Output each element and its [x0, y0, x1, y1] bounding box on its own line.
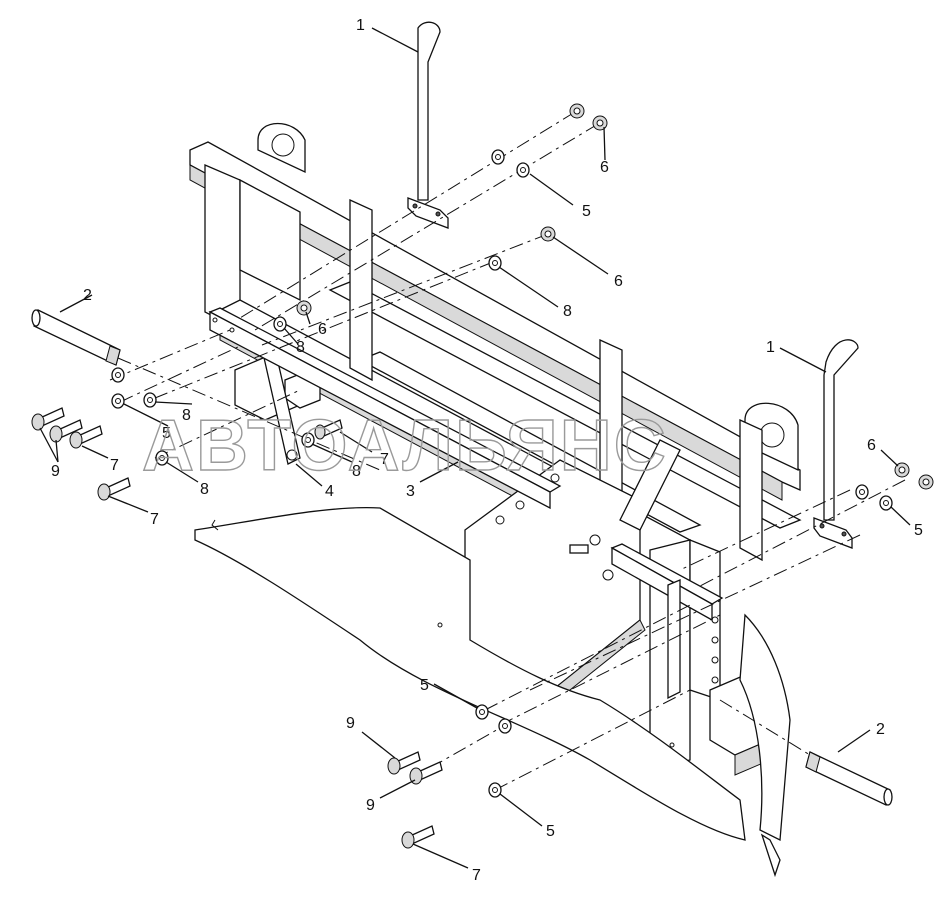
callout-2: 2 [83, 287, 92, 304]
bolt [387, 751, 421, 775]
nut [540, 226, 556, 242]
callout-9: 9 [346, 715, 355, 732]
washer [488, 782, 502, 798]
washer [111, 367, 125, 383]
callout-8: 8 [296, 339, 305, 356]
nut [592, 115, 608, 131]
washer [498, 718, 512, 734]
callout-7: 7 [380, 451, 389, 468]
nuts [296, 103, 934, 490]
callout-7: 7 [150, 511, 159, 528]
washer [301, 432, 315, 448]
callout-5: 5 [420, 677, 429, 694]
callout-5: 5 [582, 203, 591, 220]
washers [111, 149, 893, 798]
nut [296, 300, 312, 316]
bolt [49, 419, 83, 443]
nut [894, 462, 910, 478]
assembly-lines [109, 111, 906, 791]
callout-6: 6 [867, 437, 876, 454]
washer [155, 450, 169, 466]
cross-bar-left [208, 307, 562, 510]
pin-left [31, 309, 121, 366]
pin-right [805, 751, 893, 806]
callout-6: 6 [600, 159, 609, 176]
callout-3: 3 [406, 483, 415, 500]
callout-5: 5 [162, 425, 171, 442]
washer [516, 162, 530, 178]
nut [918, 474, 934, 490]
handle-right [813, 339, 859, 549]
callout-1: 1 [356, 17, 365, 34]
callout-8: 8 [200, 481, 209, 498]
callout-6: 6 [614, 273, 623, 290]
callout-8: 8 [352, 463, 361, 480]
callout-4: 4 [325, 483, 334, 500]
callout-7: 7 [110, 457, 119, 474]
nut [569, 103, 585, 119]
callout-9: 9 [51, 463, 60, 480]
washer [491, 149, 505, 165]
washer [143, 392, 157, 408]
bolt [401, 825, 435, 849]
bolts [31, 407, 443, 849]
washer [273, 316, 287, 332]
callout-labels: 1 1 2 2 3 4 5 5 5 5 5 6 6 6 6 7 7 7 7 8 … [51, 17, 923, 884]
housing-cover [194, 506, 791, 878]
callout-7: 7 [472, 867, 481, 884]
washer [475, 704, 489, 720]
callout-6: 6 [318, 321, 327, 338]
bolt [31, 407, 65, 431]
bolt [409, 761, 443, 785]
bolt [97, 477, 131, 501]
callout-9: 9 [366, 797, 375, 814]
handle-left [407, 21, 449, 229]
cross-bar-right [610, 543, 724, 700]
callout-8: 8 [563, 303, 572, 320]
leader-lines [39, 27, 911, 869]
callout-5: 5 [914, 522, 923, 539]
callout-8: 8 [182, 407, 191, 424]
watermark: АВТОАЛЬЯНС [142, 406, 668, 486]
callout-5: 5 [546, 823, 555, 840]
callout-1: 1 [766, 339, 775, 356]
washer [879, 495, 893, 511]
washer [488, 255, 502, 271]
bolt [314, 419, 343, 440]
bolt [69, 425, 103, 449]
washer [111, 393, 125, 409]
washer [855, 484, 869, 500]
callout-2: 2 [876, 721, 885, 738]
